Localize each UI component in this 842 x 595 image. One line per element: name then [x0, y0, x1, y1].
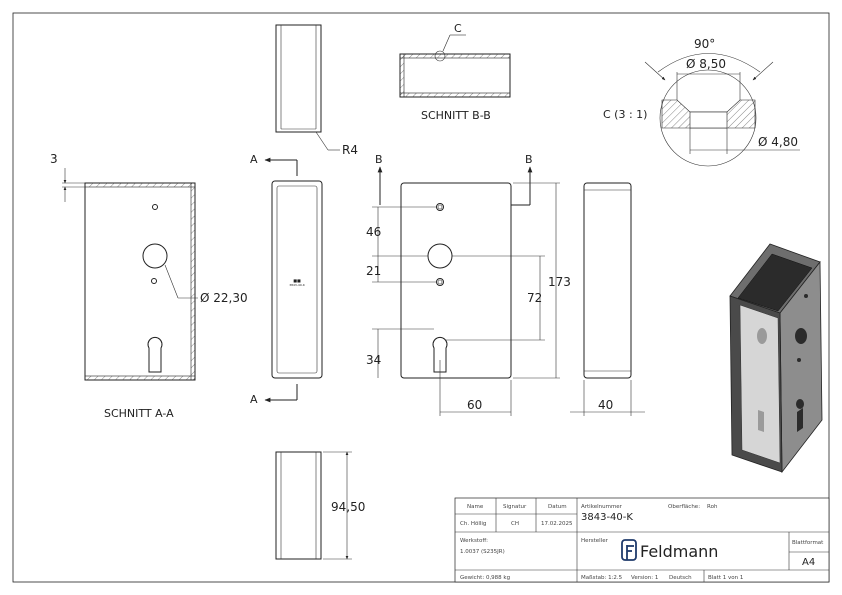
dim-72: 72: [527, 291, 542, 305]
bottom-view: 94,50: [275, 451, 365, 560]
tb-datum-label: Datum: [548, 504, 567, 510]
cut-b-left: B: [375, 153, 383, 166]
front-keyhole: [432, 336, 448, 373]
cut-b-right: B: [525, 153, 533, 166]
dim-hole-diameter: Ø 22,30: [200, 291, 248, 305]
front-large-hole: [427, 243, 453, 269]
tb-gewicht: Gewicht: 0,988 kg: [460, 575, 510, 581]
tb-signatur-label: Signatur: [503, 504, 527, 510]
tb-blatt: Blatt 1 von 1: [708, 575, 743, 581]
top-view: R4: [275, 24, 358, 157]
dim-8-50: Ø 8,50: [686, 57, 726, 71]
front-section-view: ■■ 3843-40-K A A: [250, 153, 323, 406]
detail-c-marker: C: [454, 22, 462, 35]
cut-a-top: A: [250, 153, 258, 166]
section-a-a-view: 3 Ø 22,30 SCHNITT A-A: [50, 152, 248, 420]
sheet-border: [12, 12, 830, 583]
tb-brand: Feldmann: [640, 542, 718, 561]
dim-angle: 90°: [694, 37, 715, 51]
section-a-a-label: SCHNITT A-A: [104, 407, 174, 420]
engraving-mark: ■■: [293, 278, 301, 283]
small-hole-bottom: [151, 278, 157, 284]
tb-artikel-value: 3843-40-K: [581, 512, 633, 523]
title-block: Name Signatur Datum Ch. Höllig CH 17.02.…: [454, 497, 830, 583]
tb-artikel-label: Artikelnummer: [581, 504, 623, 510]
dim-4-80: Ø 4,80: [758, 135, 798, 149]
dim-34: 34: [366, 353, 381, 367]
cut-a-bottom: A: [250, 393, 258, 406]
detail-c-label: C (3 : 1): [603, 108, 647, 121]
tb-sprache: Deutsch: [669, 575, 692, 581]
detail-c-circle: [434, 50, 446, 62]
tb-werkstoff-label: Werkstoff:: [460, 538, 488, 544]
radius-label: R4: [342, 143, 358, 157]
svg-text:3843-40-K: 3843-40-K: [289, 283, 306, 287]
tb-hersteller-label: Hersteller: [581, 538, 609, 544]
dim-40: 40: [598, 398, 613, 412]
tb-version: Version: 1: [631, 575, 658, 581]
tb-datum-value: 17.02.2025: [541, 521, 573, 527]
dim-21: 21: [366, 264, 381, 278]
tb-signatur-value: CH: [511, 521, 519, 527]
front-small-hole-bottom: [436, 278, 444, 286]
tb-name-value: Ch. Höllig: [460, 521, 486, 527]
large-hole: [142, 243, 168, 269]
isometric-3d-view: [729, 243, 823, 474]
dim-60: 60: [467, 398, 482, 412]
tb-blattformat-value: A4: [802, 557, 815, 568]
right-side-view: 40: [570, 182, 645, 416]
tb-name-label: Name: [467, 504, 484, 510]
detail-c-view: 90° Ø 8,50 Ø 4,80 C (3 : 1): [603, 37, 800, 167]
section-b-b-label: SCHNITT B-B: [421, 109, 491, 122]
dim-173: 173: [548, 275, 571, 289]
tb-massstab: Maßstab: 1:2.5: [581, 575, 623, 581]
tb-werkstoff-value: 1.0037 (S235JR): [460, 549, 505, 555]
small-hole-top: [152, 204, 158, 210]
tb-blattformat-label: Blattformat: [792, 540, 824, 546]
dim-94-50: 94,50: [331, 500, 365, 514]
keyhole-cutout: [147, 336, 163, 373]
tb-oberflaeche-value: Roh: [707, 504, 718, 510]
feldmann-logo-icon: [621, 539, 637, 561]
front-small-hole-top: [436, 203, 444, 211]
section-b-b-view: C SCHNITT B-B: [399, 22, 511, 122]
tb-oberflaeche-label: Oberfläche:: [668, 504, 700, 510]
dim-wall-thickness: 3: [50, 152, 58, 166]
front-view: B B 46 21 34 72 173 60: [366, 153, 571, 416]
dim-46: 46: [366, 225, 381, 239]
